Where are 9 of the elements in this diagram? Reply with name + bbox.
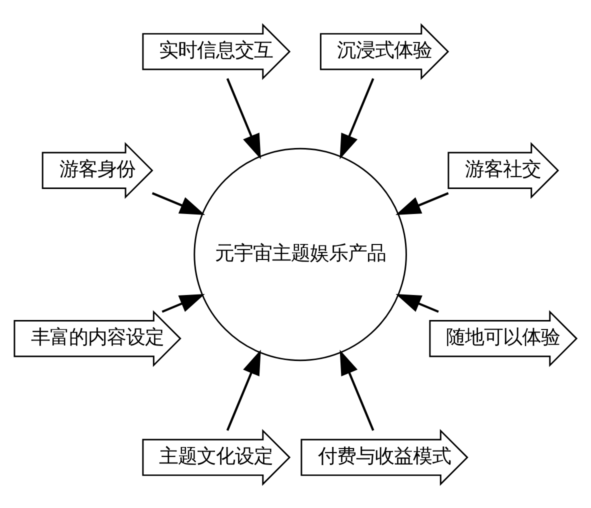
arrow — [396, 192, 449, 215]
node-circle: 元宇宙主题娱乐产品 — [194, 147, 407, 361]
arrow — [396, 294, 439, 312]
arrow — [226, 78, 261, 159]
arrow — [340, 349, 374, 430]
arrow — [162, 294, 205, 312]
arrow — [226, 349, 261, 430]
arrow — [340, 78, 374, 159]
arrow — [152, 192, 206, 215]
